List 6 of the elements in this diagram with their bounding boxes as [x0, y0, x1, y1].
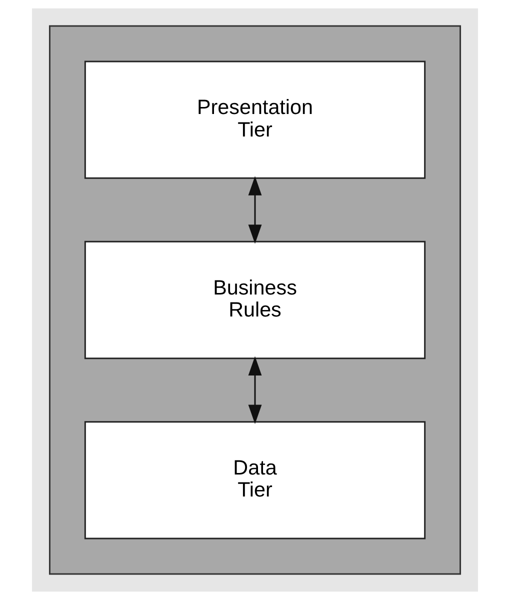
node-box: Business Rules — [84, 240, 426, 360]
arrow — [248, 356, 262, 424]
node-box: Data Tier — [84, 421, 426, 540]
cluster — [48, 25, 462, 575]
arrow — [248, 176, 262, 244]
node-box: Presentation Tier — [84, 60, 426, 179]
